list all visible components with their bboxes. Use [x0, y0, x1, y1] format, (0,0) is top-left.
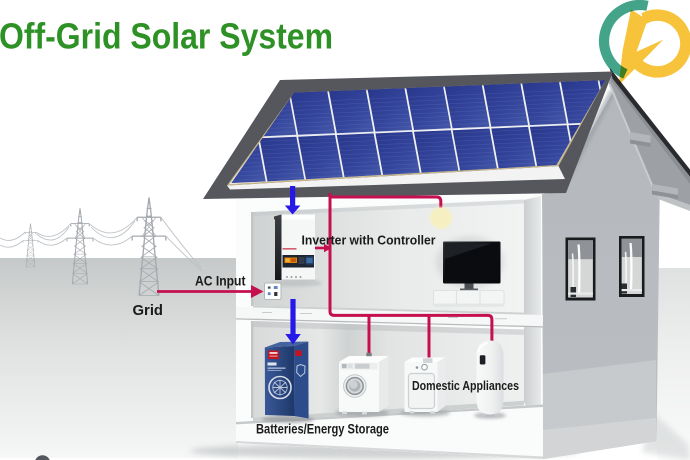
svg-text:Inverter with Controller: Inverter with Controller — [302, 233, 436, 248]
svg-text:Off-Grid Solar System: Off-Grid Solar System — [0, 16, 333, 57]
svg-text:Grid: Grid — [133, 303, 164, 319]
svg-text:Batteries/Energy Storage: Batteries/Energy Storage — [256, 422, 389, 437]
svg-text:AC Input: AC Input — [195, 273, 246, 289]
svg-text:Domestic Appliances: Domestic Appliances — [412, 378, 519, 393]
